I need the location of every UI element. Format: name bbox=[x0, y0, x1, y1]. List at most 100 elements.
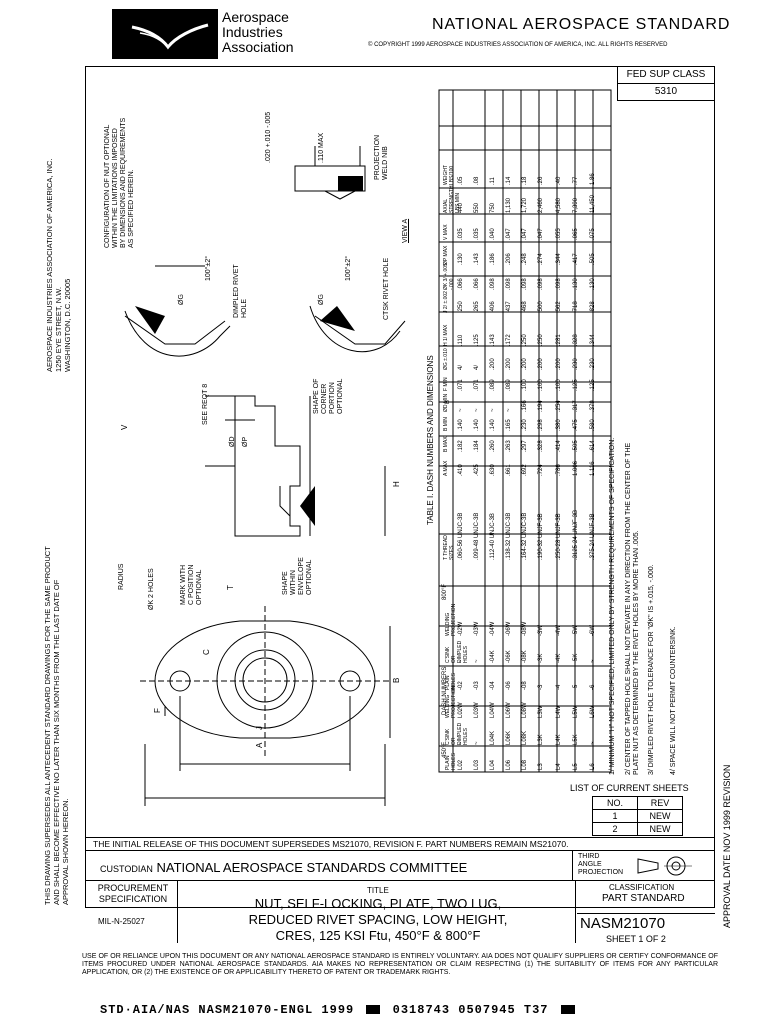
table-cell: .200 bbox=[538, 358, 544, 370]
document-title: NUT, SELF-LOCKING, PLATE, TWO LUG, REDUC… bbox=[180, 896, 576, 944]
table-cell: .100 bbox=[556, 379, 562, 391]
sheets-table: NO. REV 1 NEW 2 NEW bbox=[592, 796, 683, 836]
table-cell: 11,450 bbox=[590, 195, 596, 213]
table-cell: .140 bbox=[474, 419, 480, 431]
table-cell: -4W bbox=[556, 625, 562, 636]
table-cell: -3 bbox=[538, 684, 544, 690]
table-cell: .035 bbox=[474, 228, 480, 240]
table-cell: .055 bbox=[556, 228, 562, 240]
f-label: F bbox=[153, 708, 162, 713]
table-sub-header: WELDING PROJECTION bbox=[445, 685, 457, 718]
label-line: CORNER bbox=[321, 383, 328, 414]
table-cell: 7,390 bbox=[573, 197, 579, 213]
config-note-line: CONFIGURATION OF NUT OPTIONAL bbox=[104, 124, 111, 248]
table-cell: L4W bbox=[556, 705, 562, 718]
table-cell: -6W bbox=[590, 625, 596, 636]
table-dim-header: H 1/ MAX bbox=[443, 324, 449, 346]
t-label: T bbox=[226, 585, 235, 590]
aia-address: AEROSPACE INDUSTRIES ASSOCIATION OF AMER… bbox=[45, 158, 72, 372]
envelope-label: SHAPE WITHIN ENVELOPE OPTIONAL bbox=[282, 557, 314, 595]
dimpled-hole-label: DIMPLED RIVET HOLE bbox=[233, 264, 249, 318]
sheet-rev: NEW bbox=[637, 809, 683, 823]
table-cell: .200 bbox=[522, 358, 528, 370]
table-cell: ~ bbox=[474, 741, 480, 745]
label-line: WELD NIB bbox=[382, 146, 389, 180]
table-cell: .248 bbox=[522, 253, 528, 265]
table-cell: 750 bbox=[490, 202, 496, 213]
table-cell: .140 bbox=[490, 419, 496, 431]
nut-side-view bbox=[234, 395, 301, 537]
table-cell: .297 bbox=[522, 440, 528, 452]
table-cell: .110 bbox=[458, 334, 464, 346]
table-cell: .100 bbox=[538, 379, 544, 391]
table-cell: .166 bbox=[522, 400, 528, 412]
initial-release-note: THE INITIAL RELEASE OF THIS DOCUMENT SUP… bbox=[85, 837, 715, 851]
table-cell: .250 bbox=[538, 334, 544, 346]
table-cell: .375-24 UNJF-3B bbox=[590, 513, 596, 560]
a-label: A bbox=[255, 742, 264, 748]
label-line: C POSITION bbox=[188, 564, 195, 605]
table-cell: 1.116 bbox=[590, 461, 596, 476]
supersedes-line: AND SHALL BECOME EFFECTIVE NO LATER THAN… bbox=[52, 579, 61, 905]
table-cell: .14 bbox=[506, 176, 512, 185]
config-note-line: BY DIMENSIONS AND REQUIREMENTS bbox=[120, 117, 127, 248]
table-cell: -04 bbox=[490, 681, 496, 690]
table-cell: L5W bbox=[573, 705, 579, 718]
note-4: 4/ SPACE WILL NOT PERMIT COUNTERSINK. bbox=[670, 626, 677, 775]
table-cell: .098 bbox=[490, 278, 496, 290]
ctsk-view bbox=[309, 305, 401, 353]
table-cell: L5 bbox=[573, 763, 579, 770]
supersedes-line: THIS DRAWING SUPERSEDES ALL ANTECEDENT S… bbox=[43, 546, 52, 905]
document-number: NASM21070 bbox=[577, 913, 715, 935]
radius-label: RADIUS bbox=[118, 563, 125, 590]
table-cell: L03W bbox=[474, 702, 480, 718]
table-cell: L04W bbox=[490, 702, 496, 718]
footer-code: STD·AIA/NAS NASM21070-ENGL 1999 0318743 … bbox=[100, 1003, 579, 1017]
table-cell: 1.86 bbox=[590, 173, 596, 185]
table-cell: .505 bbox=[590, 253, 596, 265]
ctsk-hole-label: CTSK RIVET HOLE bbox=[383, 257, 390, 320]
table-cell: .3125-24 UNJF-3B bbox=[573, 509, 579, 560]
table-dim-header: WEIGHT LBS/100 bbox=[443, 165, 455, 185]
table-cell: .172 bbox=[506, 334, 512, 346]
classification-box bbox=[575, 881, 715, 943]
table-cell: -03W bbox=[474, 621, 480, 636]
table-cell: 1,720 bbox=[522, 197, 528, 213]
table-cell: -08 bbox=[522, 681, 528, 690]
table-cell: 2,460 bbox=[538, 197, 544, 213]
table-cell: L04K bbox=[490, 730, 496, 745]
table-cell: .692 bbox=[522, 464, 528, 476]
table-cell: ~ bbox=[474, 408, 480, 412]
table-cell: 440 bbox=[458, 202, 464, 213]
table-cell: L02W bbox=[458, 702, 464, 718]
table-cell: .500 bbox=[538, 301, 544, 313]
projection-weld-label: PROJECTION WELD NIB bbox=[374, 135, 390, 180]
weld-nib-view bbox=[294, 165, 366, 192]
phi-g-label: ØG bbox=[318, 294, 325, 305]
table-cell: .562 bbox=[556, 301, 562, 313]
phi-g-label: ØG bbox=[178, 294, 185, 305]
footer-part2: 0318743 0507945 T37 bbox=[392, 1003, 549, 1017]
label-line: SPECIFICATION bbox=[98, 894, 168, 904]
table-cell: L6W bbox=[590, 705, 596, 718]
table-cell: .060-56 UNJC-3B bbox=[458, 512, 464, 560]
table-cell: .190-32 UNJF-3B bbox=[538, 513, 544, 560]
table-cell: .18 bbox=[522, 176, 528, 185]
table-cell: .580 bbox=[590, 419, 596, 431]
table-cell: .098 bbox=[506, 278, 512, 290]
footer-part1: STD·AIA/NAS NASM21070-ENGL 1999 bbox=[100, 1003, 355, 1017]
table-cell: .11 bbox=[490, 177, 496, 185]
table-dim-header: T THREAD SIZES bbox=[443, 535, 455, 560]
table-cell: -4K bbox=[556, 653, 562, 663]
table-cell: .098 bbox=[556, 278, 562, 290]
table-cell: L5K bbox=[573, 734, 579, 745]
h-label: H bbox=[392, 481, 401, 487]
table-cell: .230 bbox=[590, 358, 596, 370]
table-cell: -06 bbox=[506, 681, 512, 690]
table-cell: -6 bbox=[590, 684, 596, 690]
table-sub-header: WELDING PROJECTION bbox=[445, 603, 457, 636]
classification-value: PART STANDARD bbox=[602, 893, 685, 904]
table-cell: .125 bbox=[590, 379, 596, 391]
table-sub-header: PLAIN HOLES bbox=[445, 673, 457, 690]
sheets-header-no: NO. bbox=[592, 796, 638, 810]
